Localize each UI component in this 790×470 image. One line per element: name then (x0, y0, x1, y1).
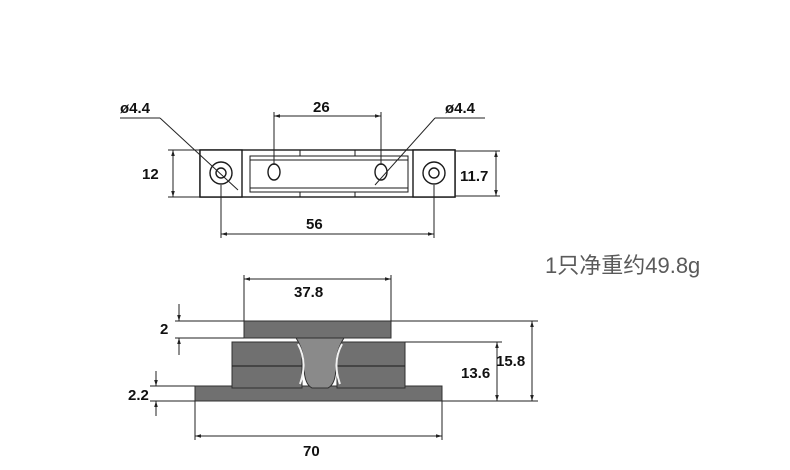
top-thickness-dimension: 2 (160, 321, 168, 338)
total-height-dimension: 15.8 (496, 353, 525, 370)
hole-left-dimension: ø4.4 (120, 100, 151, 117)
right-block (336, 341, 406, 389)
top-bar (243, 320, 392, 339)
side-view: 37.8 2 2.2 13.6 15.8 70 (128, 275, 538, 460)
height-right-dimension: 11.7 (460, 168, 488, 185)
total-length-dimension: 56 (306, 216, 323, 233)
right-mount-hole-inner (428, 167, 440, 179)
left-mount-hole-inner (215, 167, 227, 179)
hole-right-dimension: ø4.4 (445, 100, 476, 117)
weight-note: 1只净重约49.8g (545, 253, 701, 278)
base-width-dimension: 70 (303, 443, 320, 460)
height-left-dimension: 12 (142, 166, 159, 183)
slot-spacing-dimension: 26 (313, 99, 330, 116)
top-view-inner-frame (249, 155, 409, 193)
top-view: ø4.4 ø4.4 26 12 11.7 56 (120, 99, 500, 238)
top-width-dimension: 37.8 (294, 284, 323, 301)
base-thickness-dimension: 2.2 (128, 387, 149, 404)
left-block (231, 341, 303, 389)
left-slot (267, 163, 281, 181)
mid-height-dimension: 13.6 (461, 365, 490, 382)
